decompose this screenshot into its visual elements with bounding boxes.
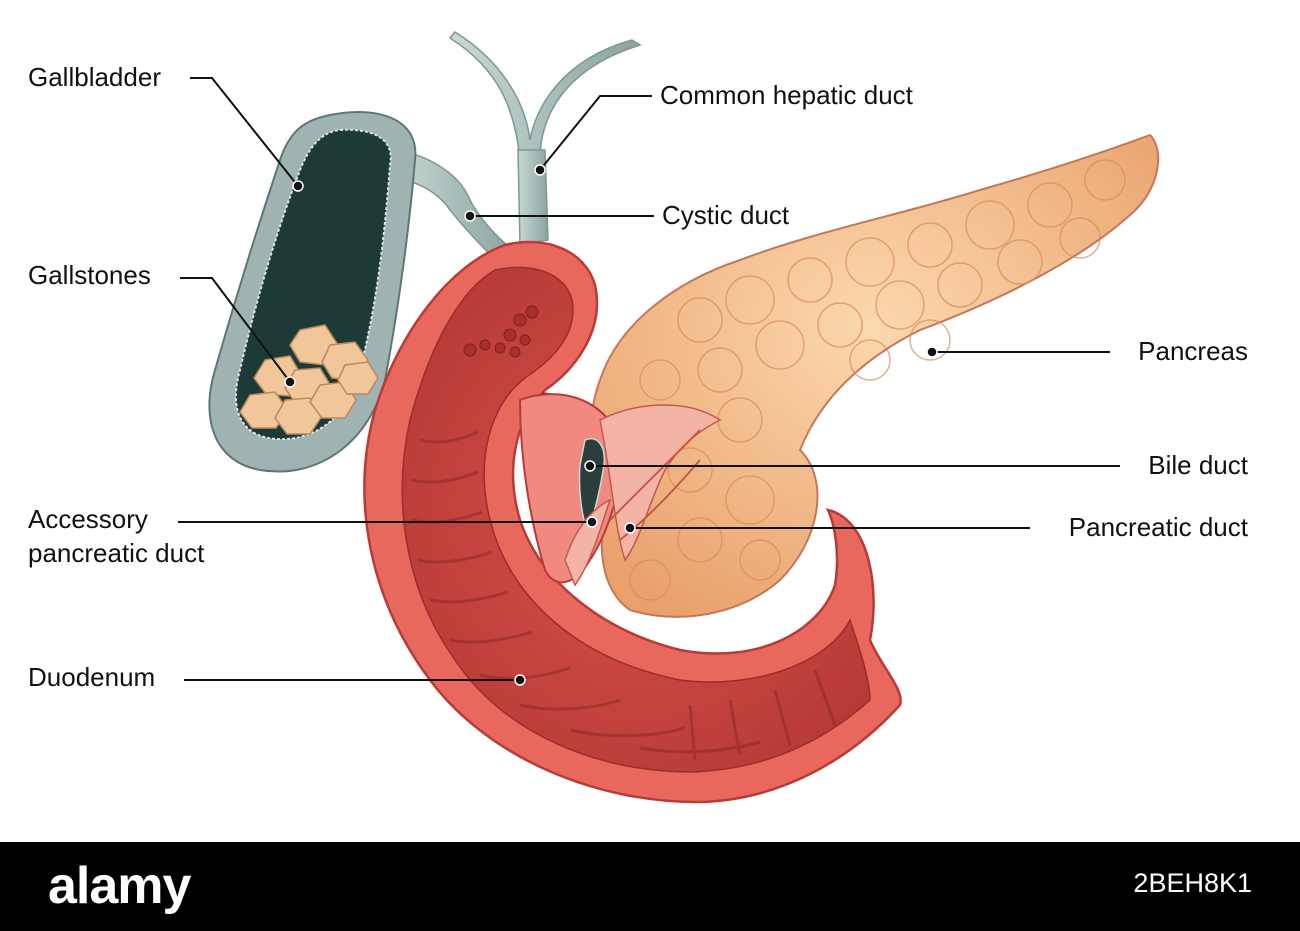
- label-bile-duct: Bile duct: [1148, 450, 1248, 480]
- label-pancreas: Pancreas: [1138, 336, 1248, 366]
- brand-logo: alamy: [48, 857, 191, 915]
- image-id: 2BEH8K1: [1133, 868, 1252, 898]
- leader-lines: [178, 77, 1120, 681]
- footer-bar: alamy 2BEH8K1: [0, 842, 1300, 931]
- leader-dots: [284, 164, 938, 686]
- duct-openings: [518, 393, 722, 587]
- label-gallbladder: Gallbladder: [28, 62, 161, 92]
- label-accessory-line2: pancreatic duct: [28, 538, 205, 568]
- label-pancreatic-duct: Pancreatic duct: [1068, 512, 1248, 542]
- pancreas-shape: [590, 133, 1160, 618]
- label-cystic-duct: Cystic duct: [662, 200, 790, 230]
- label-common-hepatic-duct: Common hepatic duct: [660, 80, 913, 110]
- anatomy-illustration: [178, 31, 1160, 804]
- label-duodenum: Duodenum: [28, 662, 156, 692]
- label-gallstones: Gallstones: [28, 260, 151, 290]
- label-accessory-pancreatic-duct: Accessory pancreatic duct: [28, 502, 204, 570]
- label-accessory-line1: Accessory: [28, 504, 148, 534]
